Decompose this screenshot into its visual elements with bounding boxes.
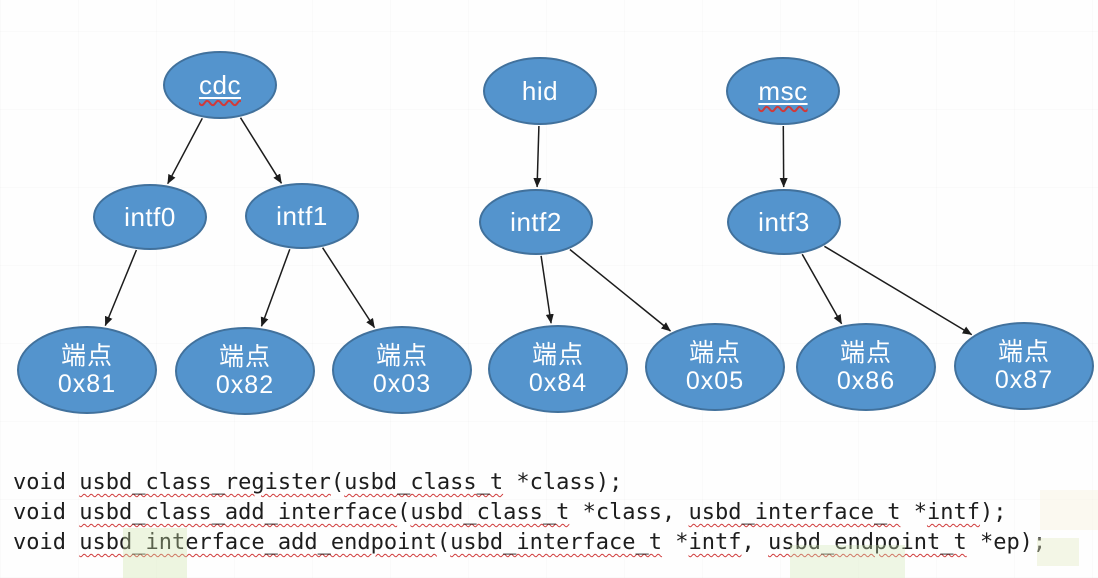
node-intf0: intf0 [93,184,207,250]
edge-cdc-to-intf1 [239,117,283,184]
code-token: *class); [503,470,623,495]
code-token-misspelled: usbd_class_register [79,470,331,495]
code-line-1: void usbd_class_register(usbd_class_t *c… [13,468,1046,498]
node-label: cdc [199,70,241,100]
node-label: 端点 [688,339,741,367]
code-token: * [900,500,927,525]
code-token-misspelled: usbd_endpoint_t [768,530,967,555]
code-token: ( [436,530,451,555]
code-token-misspelled: usbd_interface_add_endpoint [79,530,437,555]
node-label: 端点 [218,343,271,371]
node-cdc: cdc [163,51,277,119]
misspelled-underline: cdc [199,70,241,100]
node-sublabel: 0x05 [685,367,745,395]
code-token-misspelled: usbd_class_t [410,500,570,525]
code-token: ); [979,500,1007,525]
edge-intf2-to-ep84 [540,255,554,324]
code-token-misspelled: usbd_interface_t [688,500,901,525]
code-line-2: void usbd_class_add_interface(usbd_class… [13,498,1046,528]
code-token-misspelled: intf [688,530,742,555]
node-intf2: intf2 [479,189,593,255]
node-sublabel: 0x84 [528,369,588,397]
node-label: intf1 [276,200,328,231]
code-token: * [662,530,689,555]
node-sublabel: 0x87 [994,366,1054,394]
node-label: 端点 [839,339,892,367]
edge-intf1-to-ep82 [260,248,291,327]
code-line-3: void usbd_interface_add_endpoint(usbd_in… [13,528,1046,558]
code-token-misspelled: usbd_interface_t [450,530,663,555]
code-token-misspelled: usbd_class_add_interface [79,500,398,525]
code-block: void usbd_class_register(usbd_class_t *c… [13,468,1046,558]
code-token-misspelled: usbd_class_t [344,470,504,495]
node-label: 端点 [531,341,584,369]
node-sublabel: 0x03 [372,370,432,398]
code-token: *class, [569,500,689,525]
code-token-misspelled: intf [926,500,980,525]
edge-intf3-to-ep86 [801,253,843,325]
node-label-text: cdc [199,69,241,100]
code-token: ( [397,500,411,525]
edge-intf1-to-ep03 [321,247,376,329]
code-token: void [13,530,80,555]
node-intf1: intf1 [245,183,359,249]
node-msc: msc [726,57,840,125]
node-label: intf2 [510,206,562,237]
code-token: *ep); [966,530,1047,555]
node-label: msc [758,76,807,106]
code-token: void [13,500,80,525]
node-label-text: msc [758,75,808,106]
node-sublabel: 0x81 [57,370,117,398]
node-hid: hid [483,57,597,125]
node-label: intf0 [124,201,176,232]
node-label: intf3 [758,206,810,237]
edge-cdc-to-intf0 [167,117,203,185]
node-sublabel: 0x86 [836,367,896,395]
node-label: hid [521,75,559,106]
node-intf3: intf3 [727,189,841,255]
node-label: 端点 [60,342,113,370]
misspelled-underline: msc [758,76,807,106]
edge-intf3-to-ep87 [824,245,973,336]
edge-intf2-to-ep05 [569,248,671,332]
node-sublabel: 0x82 [215,371,275,399]
code-token: ( [330,470,345,495]
code-token: , [741,530,769,555]
edge-hid-to-intf2 [533,125,542,188]
edge-intf0-to-ep81 [104,249,138,327]
node-label: 端点 [997,338,1050,366]
code-token: void [13,470,80,495]
node-label: 端点 [375,342,428,370]
